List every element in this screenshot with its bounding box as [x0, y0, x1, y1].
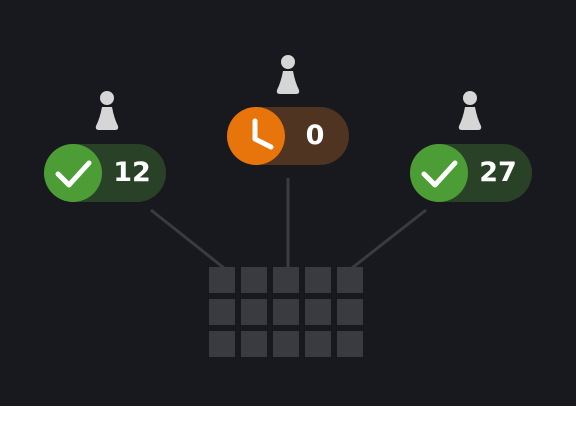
- status-pill-left[interactable]: 12: [44, 144, 166, 202]
- count-label: 0: [305, 120, 325, 151]
- grid-cell: [209, 267, 235, 293]
- grid-cell: [337, 299, 363, 325]
- clock-icon: [227, 107, 285, 165]
- connector-left: [150, 208, 225, 270]
- grid-cell: [273, 331, 299, 357]
- grid-cell: [305, 331, 331, 357]
- connector-right: [351, 208, 427, 270]
- grid-cell: [241, 267, 267, 293]
- count-label: 27: [479, 157, 517, 188]
- grid-cell: [273, 299, 299, 325]
- grid-cell: [241, 299, 267, 325]
- person-icon: [95, 90, 119, 134]
- grid-cell: [209, 331, 235, 357]
- grid-block: [209, 267, 369, 361]
- person-icon: [458, 90, 482, 134]
- grid-cell: [337, 267, 363, 293]
- grid-cell: [337, 331, 363, 357]
- checkmark-icon: [410, 144, 468, 202]
- grid-cell: [305, 299, 331, 325]
- checkmark-icon: [44, 144, 102, 202]
- grid-cell: [241, 331, 267, 357]
- status-pill-right[interactable]: 27: [410, 144, 532, 202]
- grid-cell: [273, 267, 299, 293]
- grid-cell: [209, 299, 235, 325]
- person-icon: [276, 54, 300, 98]
- count-label: 12: [113, 157, 151, 188]
- grid-cell: [305, 267, 331, 293]
- status-pill-center[interactable]: 0: [227, 107, 349, 165]
